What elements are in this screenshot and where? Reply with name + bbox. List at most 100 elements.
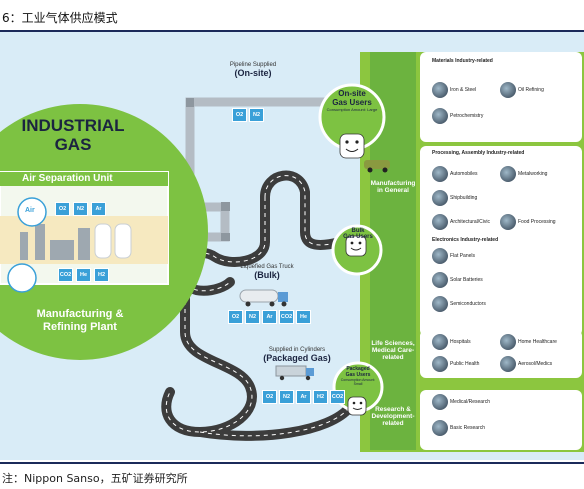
plant-title-line2: GAS	[54, 135, 92, 154]
cylinder-label: Supplied in Cylinders	[268, 347, 326, 353]
industry-item-label: Automobiles	[450, 171, 478, 177]
gas-badge: N2	[249, 108, 264, 122]
onsite-line2: Gas Users	[332, 98, 372, 107]
industry-item-icon	[500, 356, 516, 372]
truck-route-label: Liquefied Gas Truck (Bulk)	[222, 264, 312, 280]
industry-item-label: Solar Batteries	[450, 277, 483, 283]
cylinder-route-label: Supplied in Cylinders (Packaged Gas)	[252, 347, 342, 363]
bulk-line2: Gas Users	[343, 234, 373, 240]
gas-badge: He	[296, 310, 311, 324]
packaged-users-label: Packaged Gas Users Consumption Amount: S…	[336, 366, 380, 386]
bulk-line1: Bulk	[351, 228, 365, 234]
sector-life-sciences: Life Sciences, Medical Care-related	[371, 340, 415, 361]
industry-item-label: Oil Refining	[518, 87, 544, 93]
cylinder-truck-icon	[275, 365, 314, 381]
industry-item-label: Hospitals	[450, 339, 471, 345]
air-label: Air	[25, 207, 35, 214]
industry-item-label: Public Health	[450, 361, 480, 367]
gas-badge: He	[76, 268, 91, 282]
cylinder-main-label: (Packaged Gas)	[263, 353, 331, 363]
gas-badge: H2	[313, 390, 328, 404]
plant-title-line1: INDUSTRIAL	[21, 116, 125, 135]
plant-title: INDUSTRIAL GAS	[8, 116, 138, 154]
bulk-smiley-icon	[345, 235, 367, 257]
industry-item-icon	[432, 272, 448, 288]
industry-item-label: Basic Research	[450, 425, 486, 431]
onsite-users-label: On-site Gas Users Consumption Amount: La…	[326, 89, 378, 113]
raw-material-bubble	[7, 263, 37, 293]
industry-item-label: Semiconductors	[450, 301, 486, 307]
truck-icon	[239, 289, 288, 307]
plant-bottom-label: Manufacturing & Refining Plant	[10, 308, 150, 334]
materials-box	[420, 52, 582, 142]
industry-item-icon	[500, 166, 516, 182]
gas-badge: N2	[73, 202, 88, 216]
industry-item-icon	[432, 214, 448, 230]
road-markings	[165, 175, 351, 437]
gas-badge: H2	[94, 268, 109, 282]
industry-item-icon	[500, 334, 516, 350]
gas-badge: Ar	[262, 310, 277, 324]
packaged-sub: Consumption Amount: Small	[340, 378, 376, 386]
figure-source: 注：Nippon Sanso，五矿证券研究所	[2, 472, 188, 485]
onsite-sub: Consumption Amount: Large	[326, 107, 378, 112]
pipeline-label: Pipeline Supplied	[229, 62, 277, 68]
gas-badge: Ar	[91, 202, 106, 216]
factory-structures	[20, 224, 90, 260]
industry-item-icon	[432, 296, 448, 312]
truck-label: Liquefied Gas Truck	[240, 264, 294, 270]
onsite-line1: On-site	[338, 89, 366, 98]
industry-item-icon	[432, 108, 448, 124]
industry-item-icon	[432, 82, 448, 98]
gas-tanks	[94, 223, 132, 259]
industry-item-icon	[432, 356, 448, 372]
gas-badge: CO2	[279, 310, 294, 324]
road-bulk	[260, 170, 345, 250]
figure-title: 6：工业气体供应模式	[2, 11, 118, 25]
packaged-smiley-icon	[347, 396, 367, 416]
gas-badge: O2	[228, 310, 243, 324]
gas-badge: N2	[279, 390, 294, 404]
industry-item-label: Flat Panels	[450, 253, 476, 259]
industry-item-label: Iron & Steel	[450, 87, 477, 93]
gas-badge: CO2	[330, 390, 345, 404]
pipeline-route-label: Pipeline Supplied (On-site)	[218, 62, 288, 78]
bulk-users-label: Bulk Gas Users	[336, 228, 380, 240]
industry-item-label: Metalworking	[518, 171, 548, 177]
gas-badge: N2	[245, 310, 260, 324]
gas-badge: O2	[262, 390, 277, 404]
processing-title: Processing, Assembly Industry-related	[432, 150, 525, 156]
sector-research: Research & Development-related	[371, 406, 415, 427]
diagram-stage: INDUSTRIAL GAS Air Separation Unit Air O…	[0, 32, 584, 460]
onsite-smiley-icon	[339, 133, 365, 159]
industry-item-label: Aerosol/Medics	[518, 361, 553, 367]
industry-item-icon	[500, 82, 516, 98]
plant-bottom-line2: Refining Plant	[43, 321, 117, 333]
industry-item-icon	[432, 166, 448, 182]
header-divider	[0, 30, 584, 32]
industry-item-icon	[500, 214, 516, 230]
industry-item-label: Petrochemistry	[450, 113, 484, 119]
industry-item-label: Home Healthcare	[518, 339, 557, 345]
gas-badge: CO2	[58, 268, 73, 282]
industry-item-icon	[432, 248, 448, 264]
gas-badge: O2	[232, 108, 247, 122]
pipeline-main-label: (On-site)	[234, 68, 272, 78]
industry-item-label: Architectural/Civic	[450, 219, 491, 225]
gas-badge: Ar	[296, 390, 311, 404]
gas-badge: O2	[55, 202, 70, 216]
air-bubble	[17, 197, 47, 227]
industry-item-icon	[432, 334, 448, 350]
figure-header: 6：工业气体供应模式	[0, 0, 584, 30]
car-icon	[364, 160, 390, 173]
electronics-title: Electronics Industry-related	[432, 237, 499, 243]
diagram-svg	[0, 52, 584, 452]
plant-bottom-line1: Manufacturing &	[36, 308, 124, 320]
industry-item-label: Medical/Research	[450, 399, 491, 405]
packaged-line1: Packaged	[346, 366, 370, 372]
